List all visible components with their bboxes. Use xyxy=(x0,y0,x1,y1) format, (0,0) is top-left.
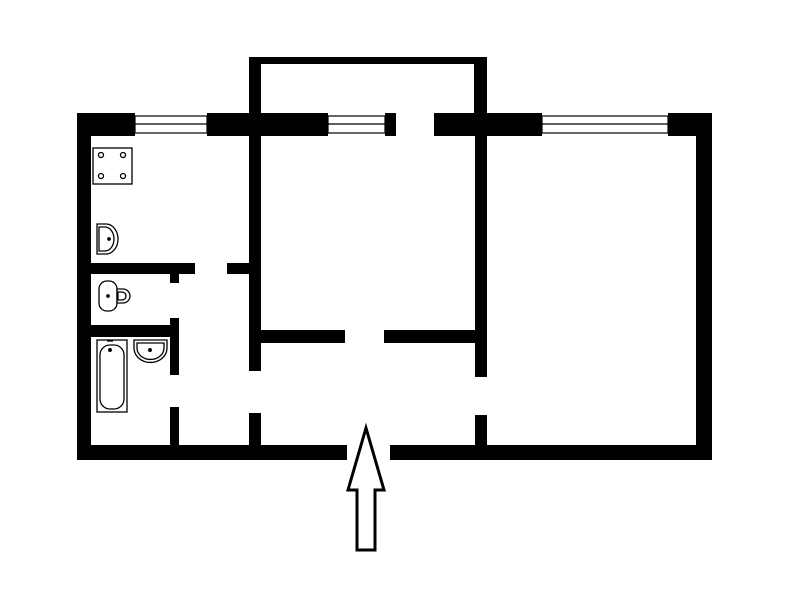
top-wall-segment xyxy=(385,113,396,136)
left-wall xyxy=(77,113,91,460)
corridor-wall xyxy=(384,330,475,343)
windows xyxy=(134,115,669,134)
corridor-wall xyxy=(261,330,345,343)
kitchen-wc-wall xyxy=(91,263,195,274)
toilet-icon xyxy=(98,280,131,312)
kitchen-stub xyxy=(227,263,249,274)
stove-icon xyxy=(92,147,133,185)
wc-stub xyxy=(170,274,179,283)
partition-stub xyxy=(475,415,487,445)
bottom-wall-right xyxy=(390,445,712,460)
right-wall xyxy=(696,113,712,460)
window-kitchen xyxy=(134,115,208,134)
partition-wall xyxy=(475,136,487,377)
bathtub-icon xyxy=(96,339,128,413)
balcony-top-rail xyxy=(249,57,487,64)
kitchen-sink-icon xyxy=(96,223,119,255)
bathroom-sink-icon xyxy=(133,339,168,364)
top-wall-segment xyxy=(434,113,542,136)
top-wall-segment xyxy=(77,113,135,136)
walls xyxy=(77,57,712,460)
wc-bath-wall xyxy=(91,325,179,337)
top-wall-segment xyxy=(207,113,328,136)
window-middle-room xyxy=(327,115,386,134)
entrance-arrow-icon xyxy=(346,422,386,552)
window-large-room xyxy=(541,115,669,134)
middle-room-left-stub xyxy=(249,413,261,445)
bath-stub xyxy=(170,407,179,445)
bath-wall xyxy=(170,318,179,375)
bottom-wall-left xyxy=(77,445,347,460)
middle-room-left-wall xyxy=(249,136,261,371)
